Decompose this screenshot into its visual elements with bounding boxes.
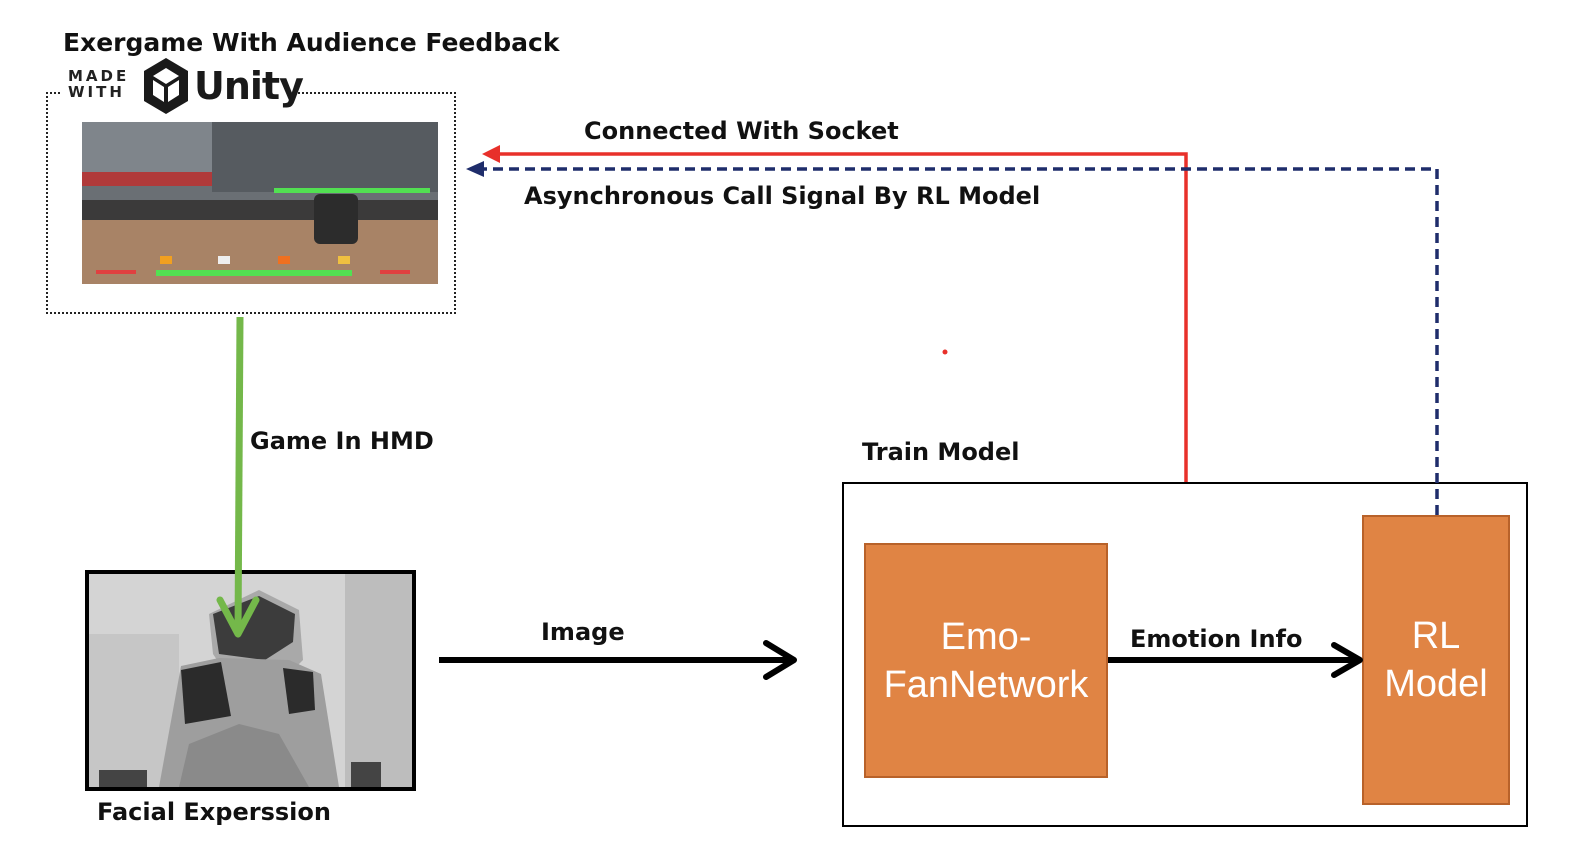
emotion-info-arrow xyxy=(1108,642,1363,678)
train-model-label: Train Model xyxy=(862,438,1020,466)
emo-fan-network-node: Emo-FanNetwork xyxy=(864,543,1108,778)
emo-fan-network-label: Emo-FanNetwork xyxy=(883,615,1089,706)
async-call-line xyxy=(466,161,1439,515)
unity-cube-icon xyxy=(144,58,188,114)
game-in-hmd-label: Game In HMD xyxy=(250,427,434,455)
facial-expression-label: Facial Experssion xyxy=(97,798,331,826)
train-model-box xyxy=(842,482,1528,827)
connected-socket-label: Connected With Socket xyxy=(584,117,899,145)
rl-model-node: RL Model xyxy=(1362,515,1510,805)
rl-model-label: RL Model xyxy=(1384,615,1488,705)
game-in-hmd-arrow xyxy=(216,316,260,638)
emotion-info-label: Emotion Info xyxy=(1130,625,1303,653)
image-label: Image xyxy=(541,618,625,646)
stray-dot xyxy=(942,349,948,355)
image-arrow xyxy=(439,640,797,680)
socket-connection-line xyxy=(482,145,1188,482)
async-call-label: Asynchronous Call Signal By RL Model xyxy=(524,182,1041,210)
facial-expression-image xyxy=(85,570,416,791)
made-with-text: MADE WITH xyxy=(68,67,130,101)
game-title: Exergame With Audience Feedback xyxy=(63,28,560,57)
game-screenshot xyxy=(82,122,438,284)
unity-brand-text: Unity xyxy=(194,64,304,108)
unity-logo: MADE WITH Unity xyxy=(62,56,304,116)
